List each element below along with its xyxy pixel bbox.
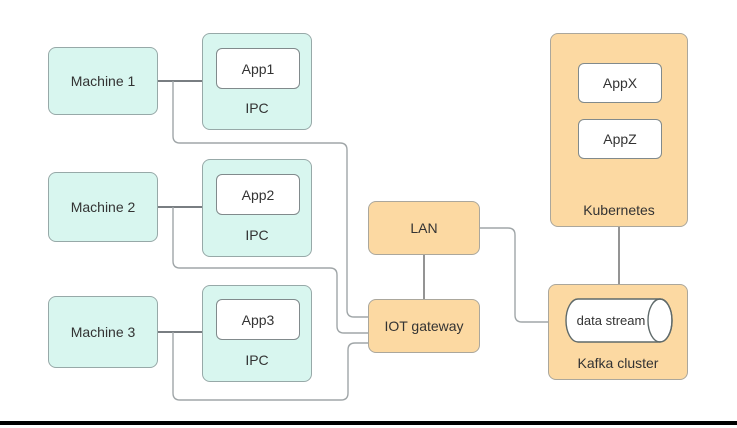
machine-1-label: Machine 1 (70, 73, 136, 89)
app3-label: App3 (241, 311, 275, 328)
edge-lan-kafka (480, 227, 548, 323)
ipc-1-node: App1 IPC (202, 33, 312, 130)
ipc-2-label: IPC (245, 227, 269, 243)
app1-node: App1 (216, 48, 300, 89)
kafka-cluster-node: data stream Kafka cluster (548, 284, 688, 380)
lan-node: LAN (368, 201, 480, 255)
data-stream-cylinder: data stream (565, 298, 673, 343)
app2-node: App2 (216, 174, 300, 215)
edge-machine2-iot-gateway (172, 207, 368, 334)
appz-node: AppZ (578, 119, 662, 159)
lan-label: LAN (410, 220, 438, 236)
machine-3-label: Machine 3 (70, 324, 136, 340)
edge-machine1-iot-gateway (172, 81, 368, 318)
machine-1-node: Machine 1 (48, 47, 158, 115)
kubernetes-node: AppX AppZ Kubernetes (550, 33, 688, 227)
app3-node: App3 (216, 299, 300, 340)
ipc-3-label: IPC (245, 352, 269, 368)
appz-label: AppZ (603, 131, 637, 147)
appx-label: AppX (602, 75, 638, 91)
iot-gateway-node: IOT gateway (368, 299, 480, 353)
bottom-border-line (0, 421, 737, 425)
machine-3-node: Machine 3 (48, 296, 158, 368)
ipc-2-node: App2 IPC (202, 159, 312, 257)
kafka-cluster-label: Kafka cluster (577, 355, 659, 371)
cylinder-shape (565, 298, 673, 343)
app1-label: App1 (241, 60, 275, 77)
edge-machine3-iot-gateway (172, 332, 368, 401)
app2-label: App2 (241, 186, 275, 203)
data-stream-label: data stream (576, 313, 646, 328)
iot-gateway-label: IOT gateway (384, 318, 464, 334)
machine-2-label: Machine 2 (70, 199, 136, 215)
ipc-1-label: IPC (245, 100, 269, 116)
appx-node: AppX (578, 63, 662, 103)
machine-2-node: Machine 2 (48, 172, 158, 242)
kubernetes-label: Kubernetes (583, 202, 655, 218)
ipc-3-node: App3 IPC (202, 285, 312, 382)
